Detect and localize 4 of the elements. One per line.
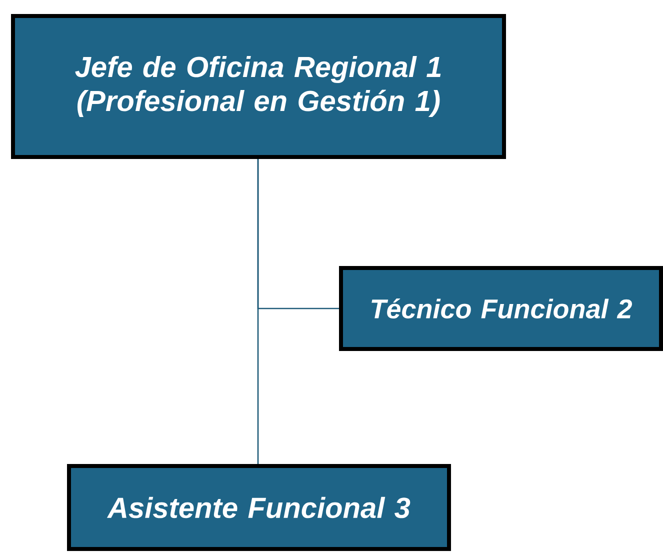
position-box: Asistente Funcional 3 — [67, 464, 451, 551]
connector-line — [257, 159, 259, 464]
position-box: Técnico Funcional 2 — [339, 266, 663, 351]
position-box: Jefe de Oficina Regional 1 (Profesional en Gestión 1) — [11, 14, 506, 159]
